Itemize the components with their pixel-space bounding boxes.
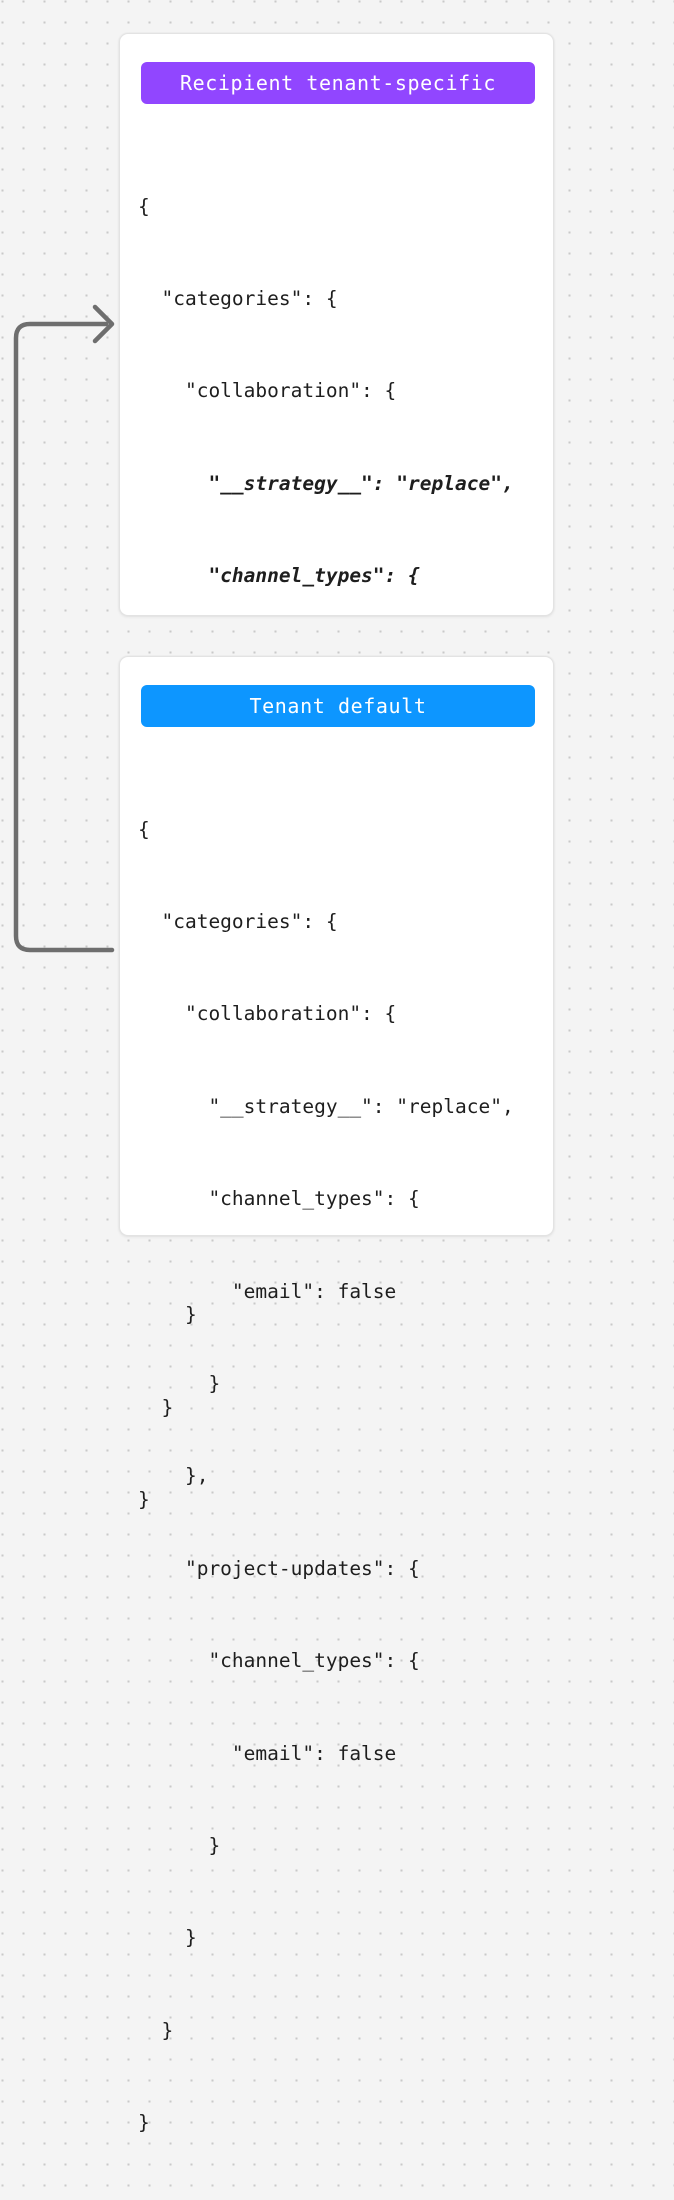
code-line: "categories": { (138, 909, 338, 933)
code-line: "collaboration": { (138, 1002, 397, 1026)
code-line: "categories": { (138, 286, 338, 310)
arrow-path (13, 321, 115, 953)
code-line: "email": false (138, 1741, 397, 1765)
code-line: "__strategy__": "replace", (138, 471, 514, 495)
code-line: { (138, 194, 150, 218)
code-line: "__strategy__": "replace", (138, 1094, 514, 1118)
card-title-recipient: Recipient tenant-specific (179, 71, 497, 95)
card-header-recipient: Recipient tenant-specific (141, 62, 535, 104)
code-line: "channel_types": { (138, 1187, 420, 1211)
code-line: } (138, 1926, 197, 1950)
code-line: "channel_types": { (138, 564, 420, 588)
code-line: { (138, 817, 150, 841)
arrow-head-icon (92, 304, 115, 344)
card-tenant-default: Tenant default { "categories": { "collab… (119, 656, 554, 2134)
code-line: "email": false (138, 1279, 397, 1303)
code-line: } (138, 2111, 150, 2135)
code-line: "collaboration": { (138, 379, 397, 403)
code-block-tenant-default: { "categories": { "collaboration": { "__… (138, 753, 541, 2200)
code-line: }, (138, 1464, 209, 1488)
code-line: } (138, 2018, 174, 2042)
code-line: "channel_types": { (138, 1649, 420, 1673)
card-header-tenant-default: Tenant default (141, 685, 535, 727)
code-line: } (138, 1371, 221, 1395)
code-line: "project-updates": { (138, 1556, 420, 1580)
card-recipient-tenant-specific: Recipient tenant-specific { "categories"… (119, 33, 554, 1511)
card-title-tenant-default: Tenant default (249, 694, 427, 718)
code-line: } (138, 1833, 221, 1857)
